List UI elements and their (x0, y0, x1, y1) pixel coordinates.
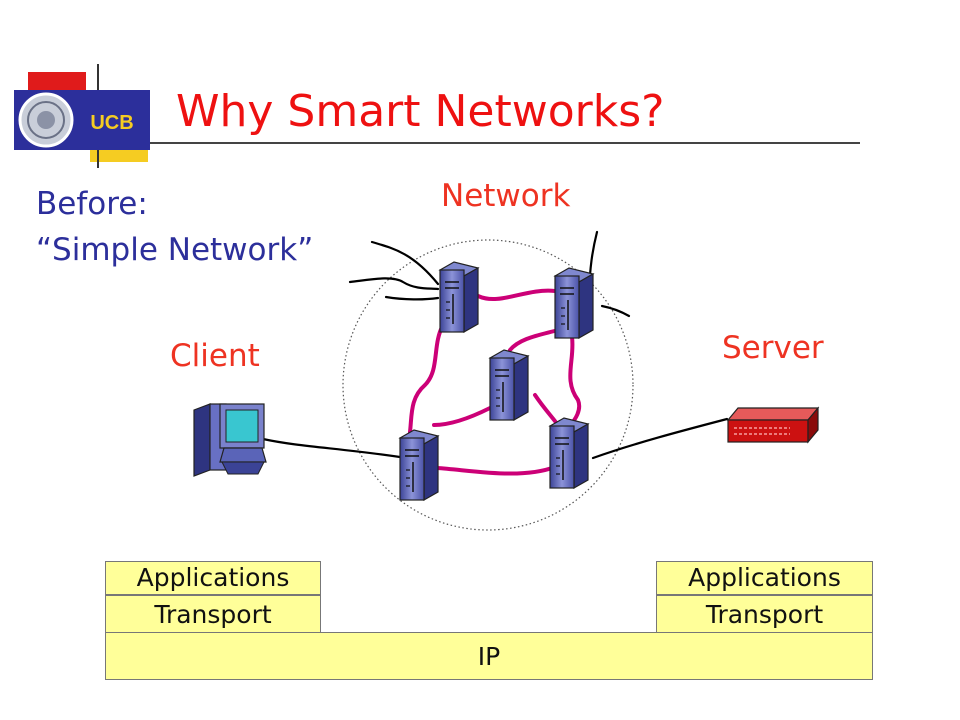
logo-text: UCB (90, 112, 133, 134)
ucb-logo: UCB (14, 64, 150, 168)
router-icon (489, 349, 529, 421)
left-transport-box: Transport (105, 595, 321, 633)
network-boundary (342, 239, 634, 531)
slide-title: Why Smart Networks? (176, 86, 665, 137)
network-label: Network (441, 178, 571, 214)
router-icon (439, 261, 479, 333)
right-transport-box: Transport (656, 595, 873, 633)
before-label: Before: (36, 186, 148, 222)
server-device-icon (726, 406, 820, 444)
right-applications-box: Applications (656, 561, 873, 595)
left-applications-box: Applications (105, 561, 321, 595)
server-label: Server (722, 330, 824, 366)
router-icon (549, 417, 589, 489)
external-links (261, 230, 729, 460)
router-icon (399, 429, 439, 501)
client-label: Client (170, 338, 260, 374)
ucb-seal-icon (18, 92, 74, 148)
simple-network-label: “Simple Network” (36, 232, 314, 268)
ip-layer-box: IP (105, 632, 873, 680)
router-icon (554, 267, 594, 339)
desktop-computer-icon (193, 403, 267, 477)
internal-links (408, 288, 582, 476)
